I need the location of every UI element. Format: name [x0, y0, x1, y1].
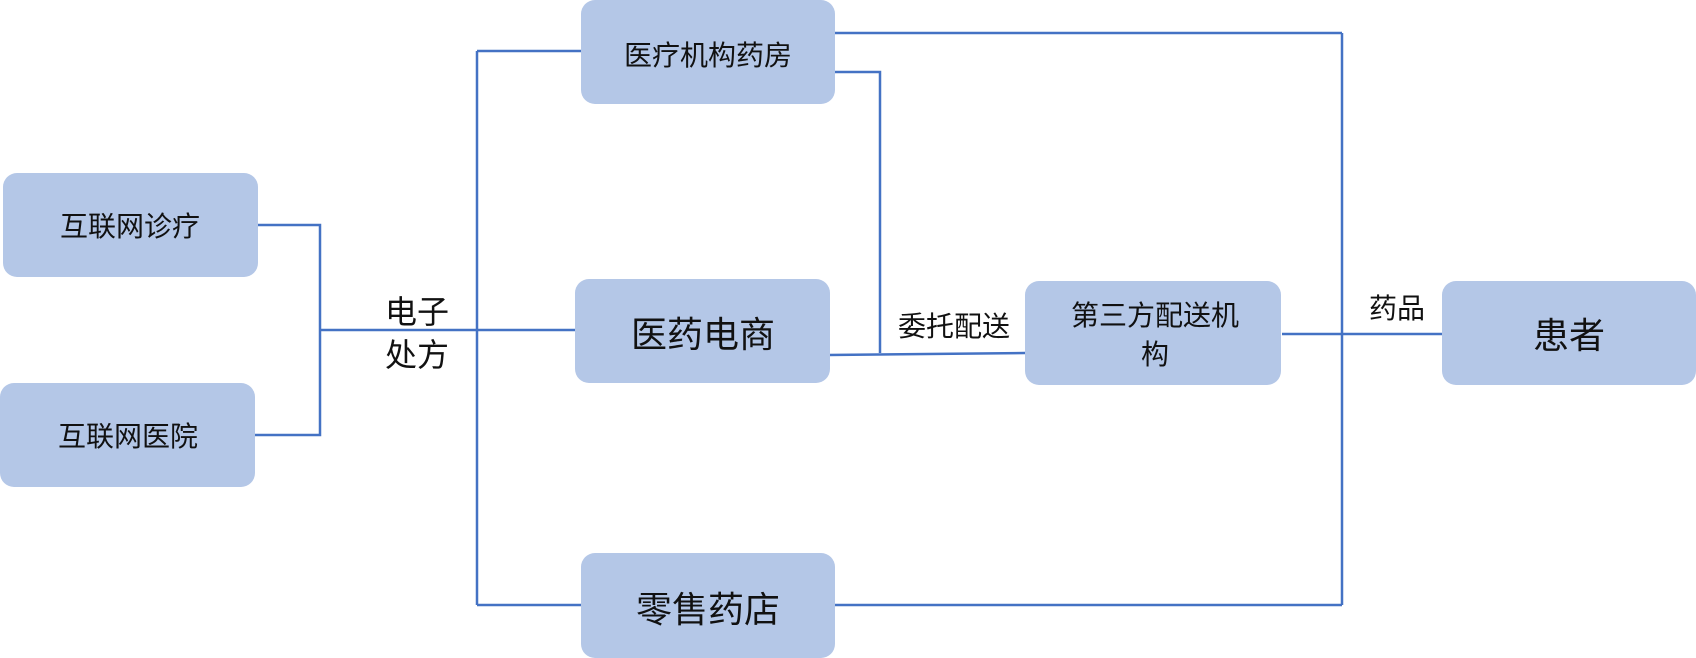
node-third-party-delivery-label-line1: 第三方配送机	[1071, 299, 1239, 332]
node-retail-pharmacy-label: 零售药店	[636, 590, 780, 631]
connectors	[255, 31, 1442, 607]
node-internet-clinic-label: 互联网诊疗	[60, 210, 200, 243]
node-retail-pharmacy: 零售药店	[581, 553, 835, 658]
edge-label-e-prescription-line2: 处方	[385, 336, 449, 374]
edge-label-e-prescription-line1: 电子	[385, 293, 449, 331]
node-medical-pharmacy-label: 医疗机构药房	[624, 39, 792, 72]
node-pharma-ecommerce-label: 医药电商	[631, 315, 775, 356]
edge-internet-hospital	[255, 330, 322, 437]
node-patient: 患者	[1442, 281, 1696, 385]
node-third-party-delivery-label-line2: 构	[1141, 338, 1169, 371]
node-internet-hospital: 互联网医院	[0, 383, 255, 487]
node-medical-pharmacy: 医疗机构药房	[581, 0, 835, 104]
node-internet-clinic: 互联网诊疗	[3, 173, 258, 277]
node-pharma-ecommerce: 医药电商	[575, 279, 830, 383]
edge-entrusted-delivery	[827, 351, 1026, 357]
edge-label-medicine: 药品	[1369, 292, 1425, 325]
edge-label-entrusted-delivery: 委托配送	[898, 310, 1010, 343]
node-third-party-delivery: 第三方配送机 构	[1025, 281, 1281, 385]
edge-pharmacy-entrusted	[833, 70, 882, 353]
node-patient-label: 患者	[1533, 316, 1605, 357]
edge-internet-clinic	[257, 223, 322, 330]
node-internet-hospital-label: 互联网医院	[58, 420, 198, 453]
